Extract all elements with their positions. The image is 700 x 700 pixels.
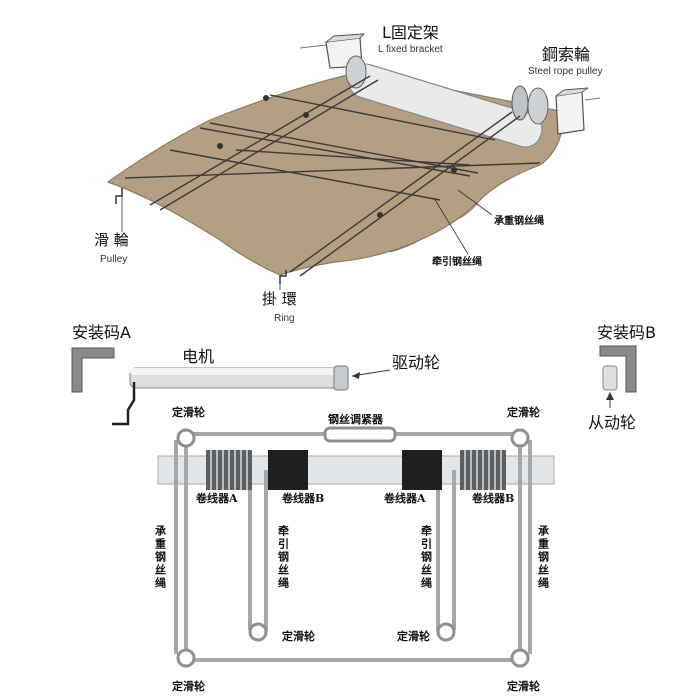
ring-label-cn: 掛 環 xyxy=(262,290,297,308)
winder-a-right-label: 卷线器A xyxy=(383,491,426,505)
bearing-rope-label-left: 承重钢丝绳 xyxy=(154,524,167,590)
fixed-pulley-top-right xyxy=(510,428,530,448)
winder-b-left xyxy=(268,450,308,490)
ring-label-en: Ring xyxy=(274,313,295,324)
mount-bracket-b xyxy=(599,345,637,393)
rope-pulley-label-en: Steel rope pulley xyxy=(528,66,603,77)
pulley-hook xyxy=(115,188,123,204)
mount-bracket-a xyxy=(71,347,115,393)
drive-wheel-label: 驱动轮 xyxy=(392,353,440,372)
motor-cable xyxy=(112,382,136,426)
traction-rope-label: 牵引钢丝绳 xyxy=(432,255,482,268)
fixed-pulley-bottom-left xyxy=(176,648,196,668)
bracket-label-en: L fixed bracket xyxy=(378,44,443,55)
bearing-rope-label: 承重钢丝绳 xyxy=(494,214,544,227)
bracket-label-cn: L固定架 xyxy=(382,23,439,42)
fixed-pulley-label-tr: 定滑轮 xyxy=(507,405,540,419)
driven-wheel-label: 从动轮 xyxy=(588,413,636,432)
winder-a-left xyxy=(206,450,252,490)
mount-a-label: 安装码A xyxy=(72,323,131,342)
driven-wheel xyxy=(602,365,618,391)
fixed-pulley-label-ir: 定滑轮 xyxy=(397,629,430,643)
ring-hook xyxy=(279,270,287,284)
rope-tensioner xyxy=(323,426,397,443)
fixed-pulley-bottom-right xyxy=(510,648,530,668)
steel-rope-pulley xyxy=(511,85,529,121)
fixed-pulley-inner-left xyxy=(248,622,268,642)
drive-wheel xyxy=(333,365,349,391)
pulley-label-en: Pulley xyxy=(100,254,127,265)
traction-rope-label-right: 牵引钢丝绳 xyxy=(420,524,433,590)
winder-b-right-label: 卷线器B xyxy=(471,491,514,505)
rope-schematic: 安装码A 安装码B 电机 驱动轮 从动轮 xyxy=(71,323,656,693)
l-fixed-bracket-left xyxy=(325,33,367,89)
awning-fabric xyxy=(106,71,566,276)
rope-pulley-label-cn: 鋼索輪 xyxy=(542,45,590,64)
winder-a-right xyxy=(402,450,442,490)
winder-b-left-label: 卷线器B xyxy=(281,491,324,505)
bearing-rope-label-right: 承重钢丝绳 xyxy=(537,524,550,590)
winder-b-right xyxy=(460,450,506,490)
awning-illustration: L固定架 L fixed bracket 鋼索輪 Steel rope pull… xyxy=(94,23,603,324)
mount-b-label: 安装码B xyxy=(597,323,656,342)
fixed-pulley-top-left xyxy=(176,428,196,448)
l-fixed-bracket-right xyxy=(527,87,589,135)
tensioner-label: 钢丝调紧器 xyxy=(328,412,384,426)
motor-label: 电机 xyxy=(182,347,214,366)
fixed-pulley-label-il: 定滑轮 xyxy=(282,629,315,643)
fixed-pulley-label-bl: 定滑轮 xyxy=(172,679,205,693)
fixed-pulley-label-tl: 定滑轮 xyxy=(172,405,205,419)
traction-rope-label-left: 牵引钢丝绳 xyxy=(277,524,290,590)
fixed-pulley-label-br: 定滑轮 xyxy=(507,679,540,693)
winder-a-left-label: 卷线器A xyxy=(195,491,238,505)
fixed-pulley-inner-right xyxy=(436,622,456,642)
pulley-label-cn: 滑 輪 xyxy=(94,231,129,249)
